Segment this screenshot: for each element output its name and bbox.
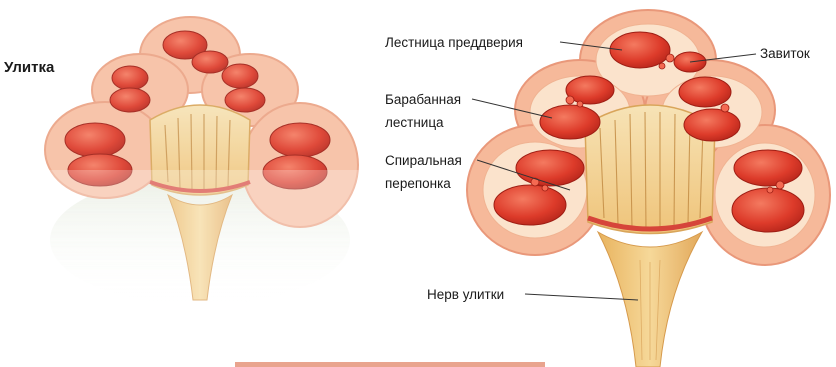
label-spiral-membrane-line1: Спиральная (385, 153, 462, 168)
label-cochlear-nerve: Нерв улитки (427, 287, 504, 302)
left-fade-overlay (40, 170, 370, 310)
right-cochlea (467, 10, 830, 367)
bottom-red-strip (235, 362, 545, 367)
label-scala-vestibuli: Лестница преддверия (385, 35, 523, 50)
chamber-upper-right-1 (679, 77, 731, 107)
chamber-upper-right-2 (684, 109, 740, 141)
label-scala-tympani-line1: Барабанная (385, 92, 461, 107)
label-spiral-membrane-line2: перепонка (385, 176, 451, 191)
title-label: Улитка (4, 59, 55, 76)
left-cochlea (40, 17, 370, 310)
chamber-lower-right-2 (732, 188, 804, 232)
chamber-upper-left-2 (540, 105, 600, 139)
leader-cochlear-nerve (525, 294, 638, 300)
chamber-lower-right-1 (734, 150, 802, 186)
label-scala-tympani-line2: лестница (385, 115, 444, 130)
chamber-lower-left-1 (516, 150, 584, 186)
chamber-lower-left-2 (494, 185, 566, 225)
label-helix: Завиток (760, 46, 810, 61)
